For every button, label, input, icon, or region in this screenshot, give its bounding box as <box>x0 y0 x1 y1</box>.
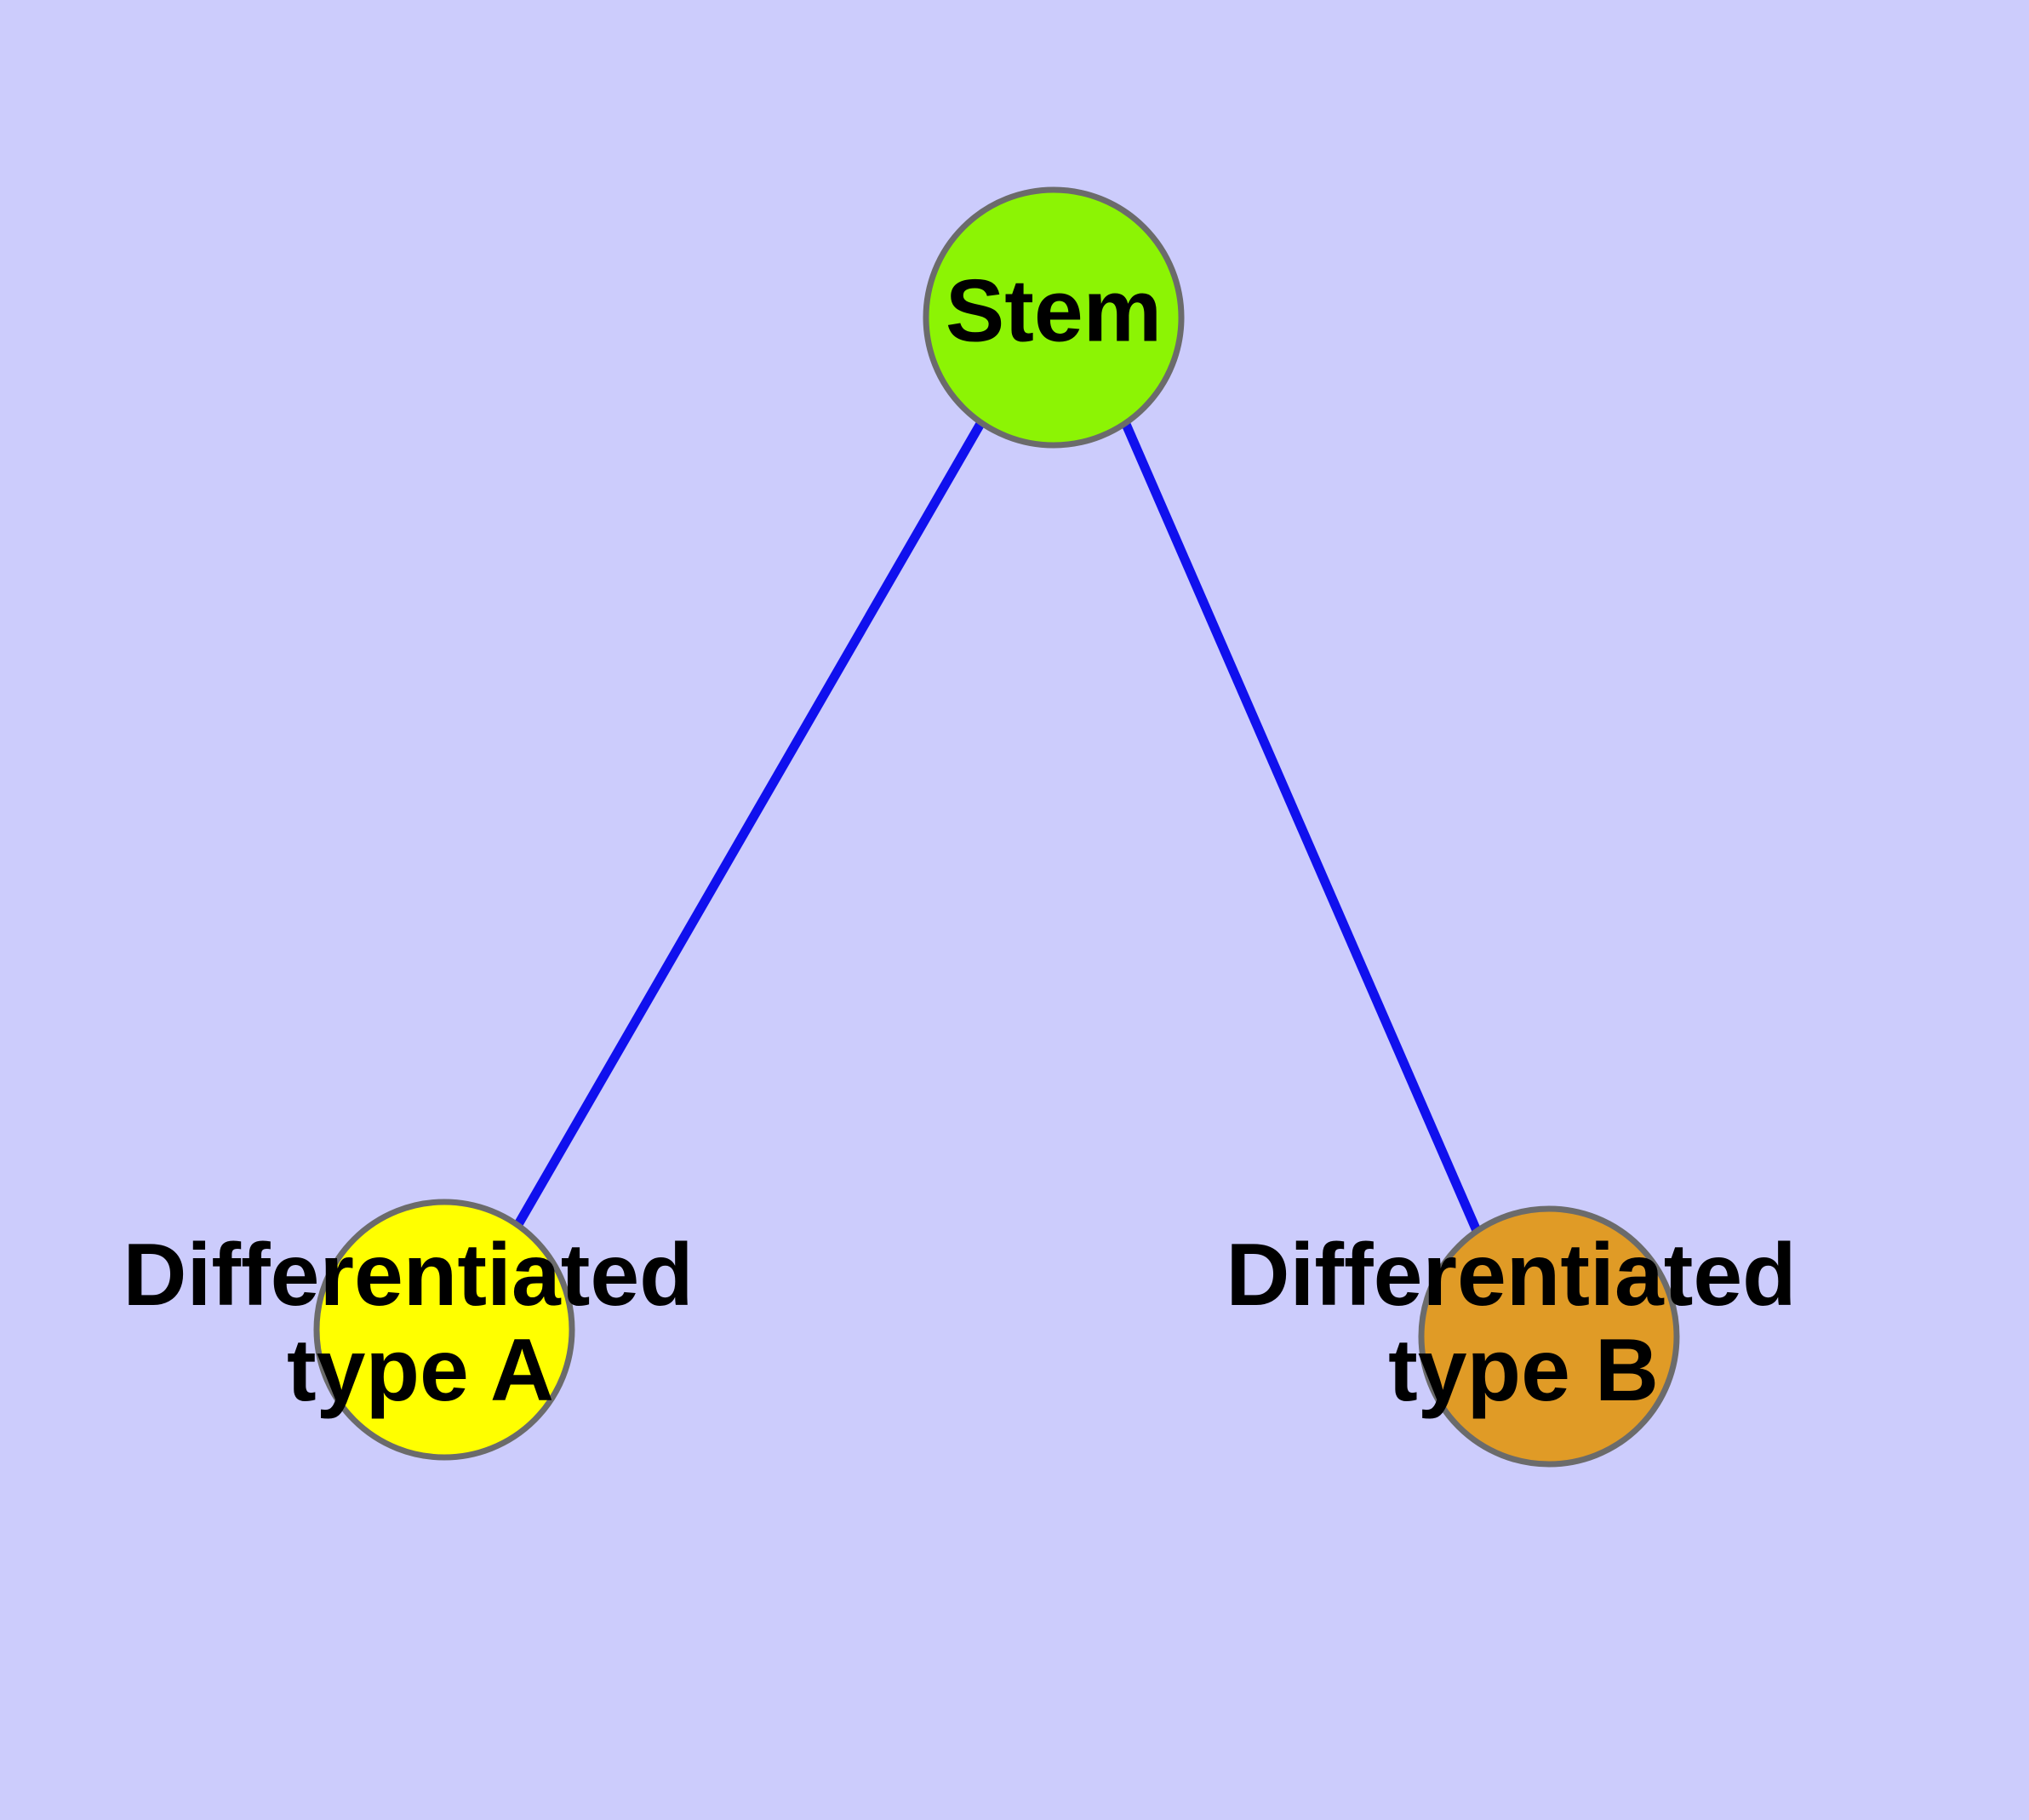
node-circle-stem[interactable] <box>923 186 1185 449</box>
node-label-line-2: type A <box>287 1322 554 1421</box>
node-label-differentiated-a: Differentiated type A <box>123 1226 717 1420</box>
edge-stem-to-differentiated-b[interactable] <box>1120 420 1483 1235</box>
edges-group <box>513 420 1483 1235</box>
node-label-line-2: type B <box>1388 1322 1659 1421</box>
node-label-line-1: Differentiated <box>123 1226 693 1325</box>
node-circle-differentiated-b[interactable] <box>1418 1205 1680 1468</box>
nodes-group: Stem Differentiated type A Differentiate… <box>123 186 1820 1468</box>
node-stem[interactable]: Stem <box>923 186 1185 449</box>
node-label-line-1: Differentiated <box>1226 1226 1796 1325</box>
edge-stem-to-differentiated-a[interactable] <box>513 420 986 1228</box>
node-differentiated-type-b[interactable]: Differentiated type B <box>1226 1205 1820 1468</box>
node-label-stem: Stem <box>946 261 1162 360</box>
node-label-differentiated-b: Differentiated type B <box>1226 1226 1820 1420</box>
node-differentiated-type-a[interactable]: Differentiated type A <box>123 1199 717 1461</box>
node-circle-differentiated-a[interactable] <box>313 1199 575 1461</box>
